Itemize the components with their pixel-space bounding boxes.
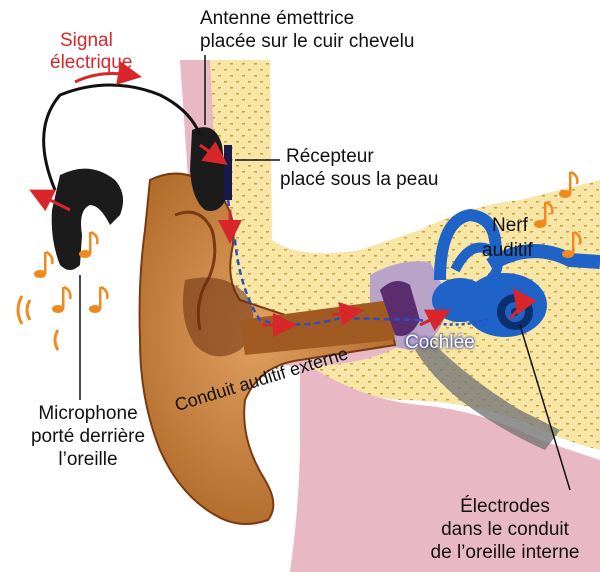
microphone-label-line3: l’oreille bbox=[58, 449, 118, 470]
signal-arrow-antenna bbox=[199, 141, 228, 166]
signal-arrow-cochlea bbox=[419, 309, 451, 332]
signal-arrow-mid bbox=[331, 301, 364, 326]
microphone-label-line1: Microphone bbox=[38, 403, 138, 424]
signal-arrow-mic bbox=[29, 189, 71, 212]
electrodes-label-line3: de l’oreille interne bbox=[430, 542, 580, 563]
antenna-label-line1: Antenne émettrice bbox=[200, 8, 355, 29]
signal-arrow-top bbox=[74, 61, 142, 85]
music-note-icon bbox=[34, 170, 582, 313]
signal-label-line1: Signal bbox=[60, 30, 113, 51]
leader-electrodes bbox=[519, 324, 571, 491]
skin-lower bbox=[290, 360, 600, 572]
receiver-label-line1: Récepteur bbox=[286, 146, 374, 167]
sound-wave-icon bbox=[16, 295, 60, 351]
microphone-label-line2: porté derrière bbox=[30, 426, 146, 447]
nerve-label-line2: auditif bbox=[482, 240, 533, 261]
signal-label-line2: électrique bbox=[50, 52, 133, 73]
receiver bbox=[224, 145, 232, 200]
concha bbox=[182, 277, 254, 357]
ossicles bbox=[380, 281, 420, 336]
nerve-label-line1: Nerf bbox=[492, 215, 528, 236]
cochlea-label: Cochlée bbox=[405, 332, 475, 353]
electrode-lead bbox=[226, 199, 421, 326]
electrodes-label-line2: dans le conduit bbox=[441, 519, 569, 540]
antenna-label-line2: placée sur le cuir chevelu bbox=[200, 31, 415, 52]
signal-wire bbox=[42, 83, 202, 191]
signal-arrow-inner bbox=[509, 288, 537, 320]
eustachian-tube bbox=[415, 340, 560, 450]
receiver-label-line2: placé sous la peau bbox=[280, 169, 439, 190]
microphone-device bbox=[51, 168, 124, 270]
electrodes-label-line1: Électrodes bbox=[460, 496, 550, 517]
